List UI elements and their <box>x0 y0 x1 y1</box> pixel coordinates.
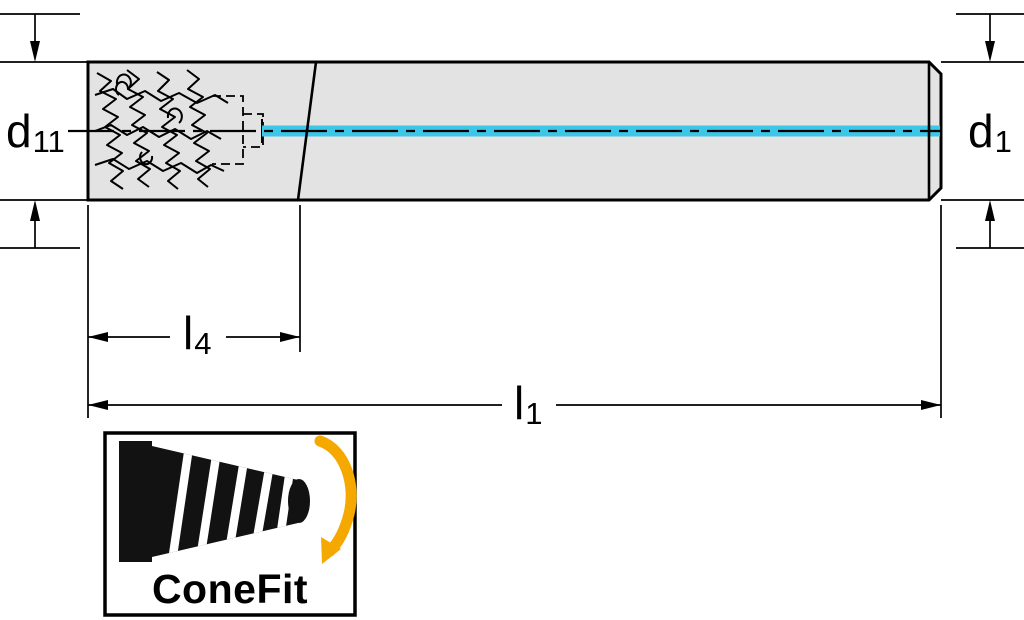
rotation-arrow-icon <box>314 435 357 557</box>
cone-shank-icon <box>119 441 152 562</box>
label-l1-sub: 1 <box>525 396 543 431</box>
label-l4-base: l <box>183 307 194 359</box>
conefit-label: ConeFit <box>151 566 309 612</box>
dimension-line-l4 <box>88 332 300 342</box>
label-d11-base: d <box>6 105 32 157</box>
label-l4-sub: 4 <box>194 326 212 361</box>
rotation-arrow-head <box>321 537 341 564</box>
dimension-line-l1 <box>88 400 941 410</box>
neck-shank-junction-line <box>296 61 318 201</box>
diameter-dimension-arrows <box>30 14 995 248</box>
label-d1-base: d <box>968 105 994 157</box>
label-d1-sub: 1 <box>994 124 1012 159</box>
label-d11-sub: 11 <box>32 124 65 159</box>
extension-lines <box>0 13 1024 418</box>
cone-tip-icon <box>288 479 310 523</box>
label-l1-base: l <box>514 377 525 429</box>
